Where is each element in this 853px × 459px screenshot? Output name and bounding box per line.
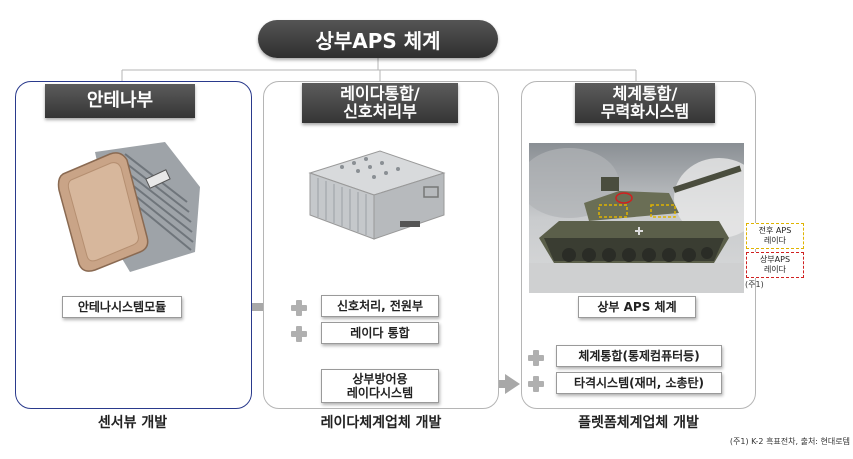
diagram-title: 상부APS 체계: [258, 20, 498, 58]
tank-photo: [529, 143, 744, 293]
system-header: 체계통합/ 무력화시스템: [575, 83, 715, 123]
radar-panel: [263, 81, 499, 409]
upper-aps-system-box: 상부 APS 체계: [578, 296, 696, 318]
upper-aps-radar-tag: 상부APS 레이다: [746, 252, 804, 278]
radar-housing-image: [308, 150, 446, 240]
upper-defense-radar-box: 상부방어용 레이다시스템: [321, 369, 439, 403]
signal-power-box: 신호처리, 전원부: [321, 295, 439, 317]
radar-footer: 레이다체계업체 개발: [320, 415, 442, 431]
plus-icon: [528, 350, 544, 366]
photo-note-ref: (주1): [745, 280, 764, 289]
radar-header: 레이다통합/ 신호처리부: [302, 83, 458, 123]
plus-icon: [291, 300, 307, 316]
front-rear-aps-radar-tag: 전후 APS 레이다: [746, 223, 804, 249]
radar-integration-box: 레이다 통합: [321, 322, 439, 344]
system-integration-box: 체계통합(통제컴퓨터등): [556, 345, 722, 367]
antenna-module-image: [57, 142, 200, 272]
system-footer: 플렛폼체계업체 개발: [578, 415, 699, 431]
tank-body: [539, 165, 742, 263]
plus-icon: [528, 376, 544, 392]
antenna-footer: 센서뷰 개발: [97, 415, 168, 431]
strike-system-box: 타격시스템(재머, 소총탄): [556, 372, 722, 394]
footnote: (주1) K-2 흑표전차, 출처: 현대로템: [729, 437, 850, 446]
antenna-header: 안테나부: [45, 84, 195, 118]
antenna-system-module: 안테나시스템모듈: [62, 296, 182, 318]
plus-icon: [291, 326, 307, 342]
